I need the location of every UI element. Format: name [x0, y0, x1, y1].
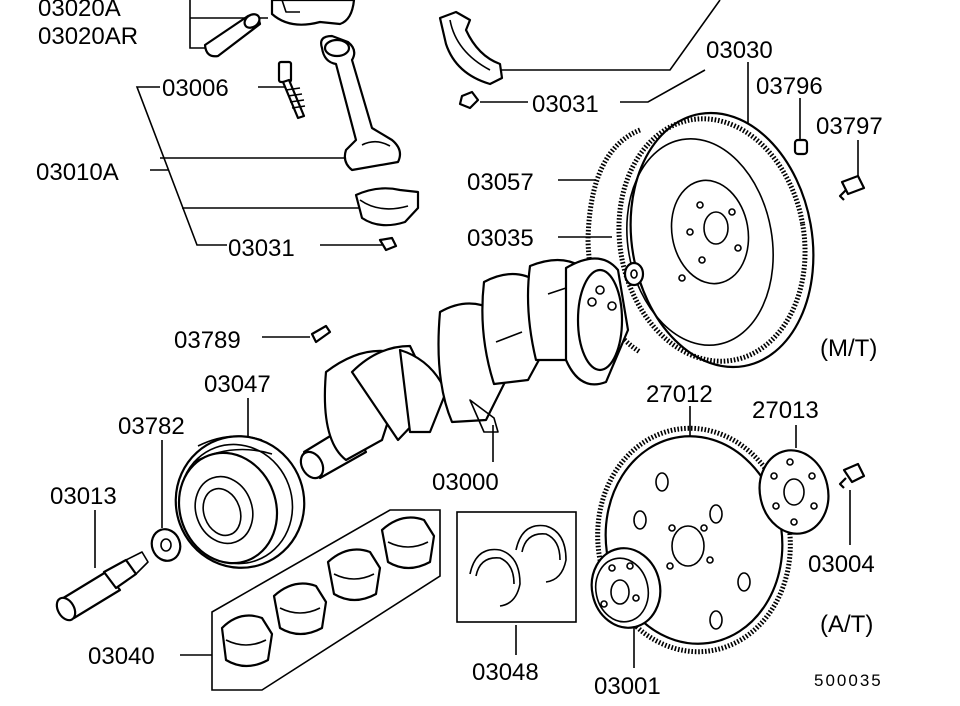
- rod-cap: [354, 187, 420, 227]
- variant-manual-label: (M/T): [820, 335, 877, 362]
- top-washer: [458, 90, 480, 110]
- label-03031-top: 03031: [532, 91, 599, 118]
- label-03797: 03797: [816, 113, 883, 140]
- adapter-plate: [758, 449, 830, 535]
- thrust-washer-2: [515, 524, 567, 583]
- label-03006: 03006: [162, 75, 229, 102]
- label-03020ar: 03020AR: [38, 23, 138, 50]
- piston-pin: [203, 13, 262, 58]
- upper-bearing: [438, 10, 504, 86]
- label-03796: 03796: [756, 73, 823, 100]
- pilot-washer: [623, 261, 645, 287]
- part-labels: 03020A 03020AR 03006 03010A 03031 03031 …: [36, 0, 883, 700]
- label-03035: 03035: [467, 225, 534, 252]
- label-03048: 03048: [472, 659, 539, 686]
- flywheel-manual: [616, 111, 815, 369]
- label-03013: 03013: [50, 483, 117, 510]
- pulley-washer: [150, 528, 182, 562]
- label-27012: 27012: [646, 381, 713, 408]
- rod-nut: [378, 236, 398, 252]
- label-03031-left: 03031: [228, 235, 295, 262]
- thrust-washer-1: [469, 548, 521, 607]
- connecting-rod: [320, 34, 402, 172]
- label-03020a: 03020A: [38, 0, 121, 22]
- drive-plate-bolt: [838, 462, 866, 489]
- label-03047: 03047: [204, 371, 271, 398]
- woodruff-key: [310, 324, 332, 344]
- piston: [270, 0, 356, 26]
- diagram-number: 500035: [814, 671, 883, 690]
- drive-plate-spacer: [590, 547, 662, 629]
- thrust-washers-set: [456, 511, 577, 623]
- label-03000: 03000: [432, 469, 499, 496]
- label-03782: 03782: [118, 413, 185, 440]
- label-03030: 03030: [706, 37, 773, 64]
- bearing-shell-3: [326, 548, 382, 602]
- bearing-shell-4: [380, 516, 436, 570]
- leader-lines: [94, 0, 859, 668]
- crankshaft: [299, 257, 630, 480]
- bearing-shell-2: [272, 582, 328, 636]
- label-03001: 03001: [594, 673, 661, 700]
- rod-bolt: [277, 60, 306, 120]
- pulley-bolt: [55, 551, 149, 622]
- label-03004: 03004: [808, 551, 875, 578]
- drive-plate: [595, 425, 793, 655]
- dowel-pin: [793, 138, 809, 156]
- label-03057: 03057: [467, 169, 534, 196]
- flywheel-bolt: [838, 174, 866, 201]
- label-03789: 03789: [174, 327, 241, 354]
- crank-pulley: [174, 435, 306, 569]
- label-03010a: 03010A: [36, 159, 119, 186]
- bearing-shell-1: [220, 614, 274, 668]
- main-bearings-set: [211, 509, 441, 691]
- variant-automatic-label: (A/T): [820, 611, 873, 638]
- label-03040: 03040: [88, 643, 155, 670]
- label-27013: 27013: [752, 397, 819, 424]
